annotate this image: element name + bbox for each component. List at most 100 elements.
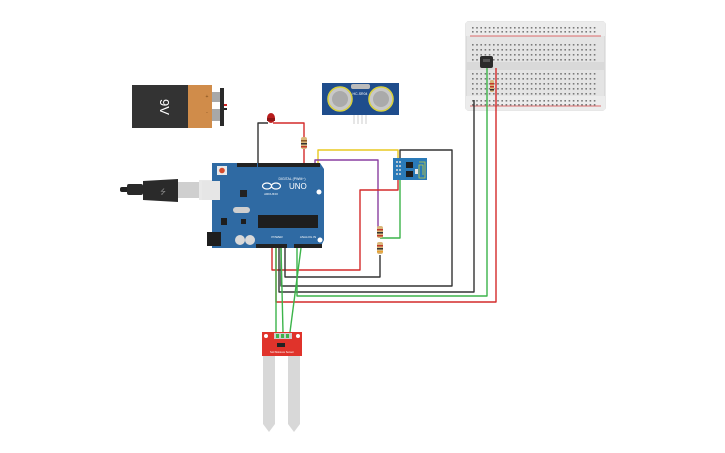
breadboard-hole bbox=[472, 93, 474, 95]
soil-moisture-sensor[interactable]: Soil Moisture Sensor bbox=[262, 332, 302, 432]
breadboard-hole bbox=[472, 54, 474, 56]
led-resistor[interactable] bbox=[301, 137, 307, 149]
breadboard-hole bbox=[589, 100, 592, 102]
breadboard-hole bbox=[593, 49, 596, 51]
breadboard-hole bbox=[589, 31, 592, 33]
breadboard-hole bbox=[514, 100, 516, 102]
breadboard-hole bbox=[501, 27, 503, 29]
breadboard-hole bbox=[518, 49, 520, 51]
breadboard-hole bbox=[526, 59, 529, 61]
breadboard-hole bbox=[509, 54, 512, 56]
breadboard-hole bbox=[484, 49, 487, 51]
breadboard-hole bbox=[505, 54, 508, 56]
usb-port bbox=[202, 181, 220, 200]
breadboard-hole bbox=[551, 104, 554, 106]
breadboard-hole bbox=[501, 59, 503, 61]
breadboard-hole bbox=[556, 44, 558, 46]
breadboard-hole bbox=[493, 54, 495, 56]
breadboard-hole bbox=[501, 88, 503, 90]
breadboard-hole bbox=[564, 27, 566, 29]
breadboard-hole bbox=[472, 31, 474, 33]
breadboard-hole bbox=[568, 54, 571, 56]
breadboard-hole bbox=[539, 78, 541, 80]
breadboard[interactable] bbox=[465, 21, 606, 111]
breadboard-hole bbox=[514, 59, 516, 61]
breadboard-hole bbox=[543, 49, 545, 51]
breadboard-hole bbox=[585, 31, 587, 33]
wire-black-breadboard bbox=[278, 100, 475, 293]
wire-red-esp bbox=[271, 178, 399, 271]
breadboard-hole bbox=[522, 73, 524, 75]
breadboard-hole bbox=[535, 49, 537, 51]
battery-9v[interactable]: 9V + - bbox=[132, 85, 227, 128]
resistor-1[interactable] bbox=[377, 226, 383, 238]
breadboard-hole bbox=[585, 78, 587, 80]
breadboard-hole bbox=[556, 59, 558, 61]
ultrasonic-sensor[interactable]: HC-SR04 bbox=[322, 83, 399, 124]
breadboard-hole bbox=[572, 49, 575, 51]
breadboard-hole bbox=[526, 93, 529, 95]
breadboard-hole bbox=[589, 73, 592, 75]
breadboard-hole bbox=[564, 93, 566, 95]
breadboard-hole bbox=[518, 73, 520, 75]
breadboard-hole bbox=[577, 78, 579, 80]
breadboard-hole bbox=[593, 31, 596, 33]
breadboard-hole bbox=[484, 27, 487, 29]
breadboard-hole bbox=[547, 93, 550, 95]
arduino-uno[interactable]: DIGITAL (PWM~) UNO ARDUINO POWER ANALOG … bbox=[202, 163, 324, 248]
breadboard-resistor[interactable] bbox=[490, 80, 494, 92]
breadboard-hole bbox=[547, 104, 550, 106]
wire-led-red bbox=[273, 122, 305, 165]
breadboard-hole bbox=[568, 93, 571, 95]
breadboard-hole bbox=[501, 93, 503, 95]
breadboard-hole bbox=[589, 27, 592, 29]
breadboard-hole bbox=[593, 54, 596, 56]
breadboard-hole bbox=[556, 104, 558, 106]
breadboard-hole bbox=[560, 31, 562, 33]
breadboard-hole bbox=[593, 27, 596, 29]
breadboard-hole bbox=[551, 59, 554, 61]
breadboard-hole bbox=[581, 78, 583, 80]
breadboard-hole bbox=[509, 88, 512, 90]
breadboard-hole bbox=[547, 27, 550, 29]
breadboard-hole bbox=[539, 59, 541, 61]
breadboard-hole bbox=[497, 54, 499, 56]
battery-label: 9V bbox=[157, 99, 172, 115]
breadboard-hole bbox=[514, 44, 516, 46]
breadboard-hole bbox=[505, 73, 508, 75]
breadboard-hole bbox=[572, 88, 575, 90]
resistor-2[interactable] bbox=[377, 242, 383, 254]
breadboard-hole bbox=[505, 59, 508, 61]
wifi-module-esp8266[interactable] bbox=[393, 158, 427, 180]
breadboard-hole bbox=[514, 73, 516, 75]
breadboard-hole bbox=[564, 78, 566, 80]
breadboard-hole bbox=[488, 27, 491, 29]
breadboard-hole bbox=[551, 100, 554, 102]
breadboard-hole bbox=[535, 104, 537, 106]
breadboard-hole bbox=[484, 54, 487, 56]
led[interactable] bbox=[267, 113, 275, 123]
breadboard-hole bbox=[484, 44, 487, 46]
breadboard-hole bbox=[522, 83, 524, 85]
usb-cable[interactable]: ⭍ bbox=[120, 179, 213, 202]
breadboard-hole bbox=[585, 100, 587, 102]
breadboard-hole bbox=[568, 78, 571, 80]
breadboard-hole bbox=[514, 93, 516, 95]
temperature-sensor[interactable] bbox=[480, 56, 493, 68]
power-header bbox=[256, 244, 287, 248]
breadboard-hole bbox=[509, 83, 512, 85]
breadboard-hole bbox=[530, 78, 533, 80]
breadboard-hole bbox=[497, 104, 499, 106]
breadboard-hole bbox=[480, 88, 482, 90]
breadboard-hole bbox=[509, 27, 512, 29]
breadboard-hole bbox=[577, 104, 579, 106]
breadboard-hole bbox=[568, 73, 571, 75]
breadboard-hole bbox=[535, 100, 537, 102]
breadboard-hole bbox=[556, 27, 558, 29]
breadboard-hole bbox=[501, 83, 503, 85]
breadboard-hole bbox=[589, 44, 592, 46]
mount-hole bbox=[317, 237, 323, 243]
breadboard-hole bbox=[476, 73, 478, 75]
power-jack bbox=[207, 232, 221, 246]
breadboard-hole bbox=[526, 27, 529, 29]
